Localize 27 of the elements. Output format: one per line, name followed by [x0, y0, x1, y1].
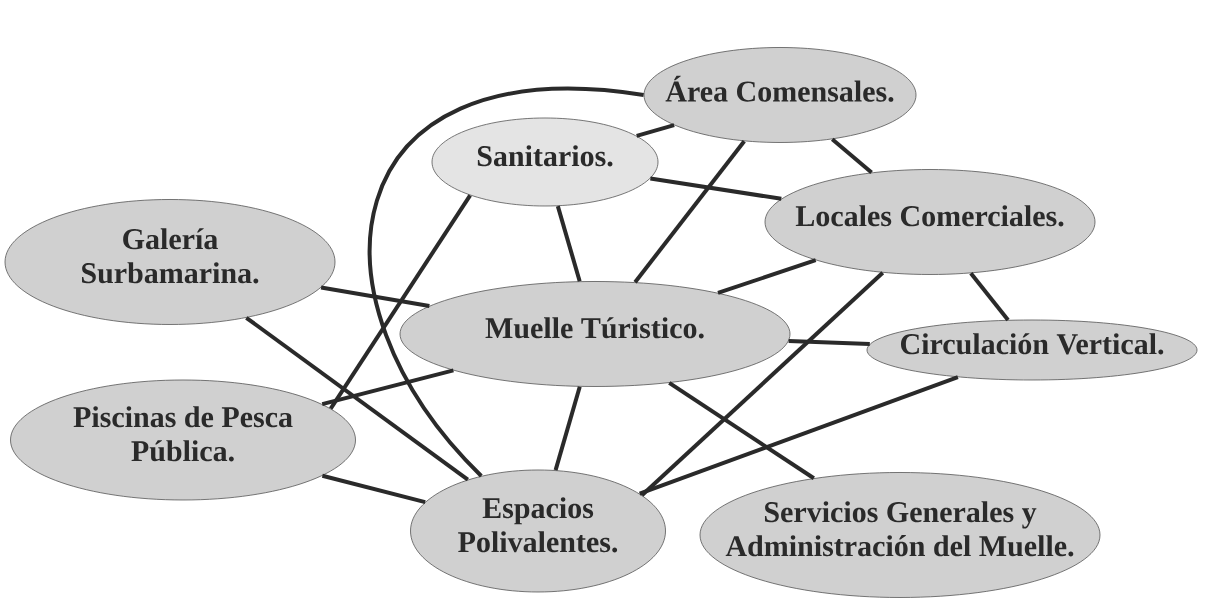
ellipse-node: Servicios Generales y Administración del Muelle. — [699, 472, 1101, 598]
connector-line — [555, 205, 582, 282]
connector-line — [650, 176, 782, 201]
ellipse-node: Circulación Vertical. — [866, 319, 1198, 381]
connector-line — [368, 86, 644, 478]
ellipse-node: Espacios Polivalentes. — [410, 469, 666, 593]
connector-line — [633, 140, 746, 284]
connector-line — [969, 272, 1010, 322]
ellipse-node: Sanitarios. — [431, 117, 659, 207]
connector-line — [245, 316, 469, 482]
connector-line — [639, 375, 959, 496]
connector-line — [329, 194, 472, 410]
connector-line — [321, 473, 426, 504]
connector-line — [636, 123, 675, 138]
connector-line — [553, 386, 582, 471]
ellipse-node: Galería Surbamarina. — [4, 199, 336, 325]
connector-line — [717, 258, 817, 295]
connector-line — [640, 271, 885, 497]
ellipse-node: Piscinas de Pesca Pública. — [10, 379, 356, 501]
connector-line — [788, 339, 870, 347]
ellipse-node: Locales Comerciales. — [764, 169, 1096, 275]
connector-line — [830, 137, 873, 175]
connector-line — [321, 368, 454, 407]
ellipse-node: Área Comensales. — [643, 47, 917, 143]
ellipse-node: Muelle Túristico. — [399, 281, 791, 387]
connector-line — [320, 285, 430, 308]
connector-line — [668, 381, 815, 480]
